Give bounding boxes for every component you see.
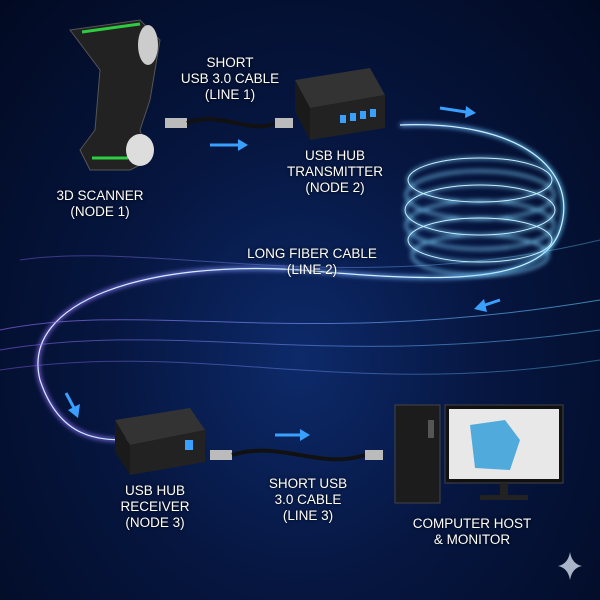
arrow-left-icon xyxy=(474,298,501,312)
scanner-label: 3D SCANNER (NODE 1) xyxy=(56,188,143,220)
monitor-icon xyxy=(444,404,564,500)
fiber-coil xyxy=(404,157,556,276)
usb-cable-line-1 xyxy=(165,117,293,129)
transmitter-label: USB HUB TRANSMITTER (NODE 2) xyxy=(287,148,383,196)
receiver-label-line: RECEIVER xyxy=(120,499,190,514)
arrow-down-icon xyxy=(64,392,80,418)
scanner-label-line: 3D SCANNER xyxy=(56,188,144,203)
usb-hub-transmitter-icon xyxy=(295,68,385,140)
fiber-cable-swirl xyxy=(0,123,600,442)
computer-label-line: COMPUTER HOST xyxy=(412,516,532,531)
scanner-label-line: (NODE 1) xyxy=(70,204,130,219)
transmitter-label-line: (NODE 2) xyxy=(305,180,365,195)
line1-label-line: USB 3.0 CABLE xyxy=(180,71,280,86)
transmitter-label-line: USB HUB xyxy=(304,148,365,163)
transmitter-label-line: TRANSMITTER xyxy=(287,164,383,179)
receiver-label: USB HUB RECEIVER (NODE 3) xyxy=(120,483,189,531)
computer-tower-icon xyxy=(394,404,441,504)
usb-cable-line-3 xyxy=(210,448,383,462)
line1-label-line: (LINE 1) xyxy=(204,87,256,102)
line3-label-line: 3.0 CABLE xyxy=(274,492,342,507)
receiver-label-line: (NODE 3) xyxy=(125,515,185,530)
sparkle-icon xyxy=(558,552,582,580)
usb-hub-receiver-icon xyxy=(115,408,205,475)
line3-label-line: SHORT USB xyxy=(268,476,348,491)
flow-arrows xyxy=(64,106,501,441)
line2-label-line: (LINE 2) xyxy=(286,262,338,277)
line2-label-line: LONG FIBER CABLE xyxy=(247,246,377,261)
computer-label: COMPUTER HOST & MONITOR xyxy=(413,516,532,548)
arrow-right-icon xyxy=(210,139,248,151)
3d-scanner-icon xyxy=(69,19,161,171)
line1-label-line: SHORT xyxy=(206,55,254,70)
line3-label: SHORT USB 3.0 CABLE (LINE 3) xyxy=(269,476,347,524)
arrow-right-icon xyxy=(439,106,476,118)
arrow-right-icon xyxy=(275,429,310,441)
line3-label-line: (LINE 3) xyxy=(282,508,334,523)
line2-label: LONG FIBER CABLE (LINE 2) xyxy=(247,246,377,278)
line1-label: SHORT USB 3.0 CABLE (LINE 1) xyxy=(181,55,279,103)
receiver-label-line: USB HUB xyxy=(124,483,185,498)
computer-label-line: & MONITOR xyxy=(433,532,511,547)
